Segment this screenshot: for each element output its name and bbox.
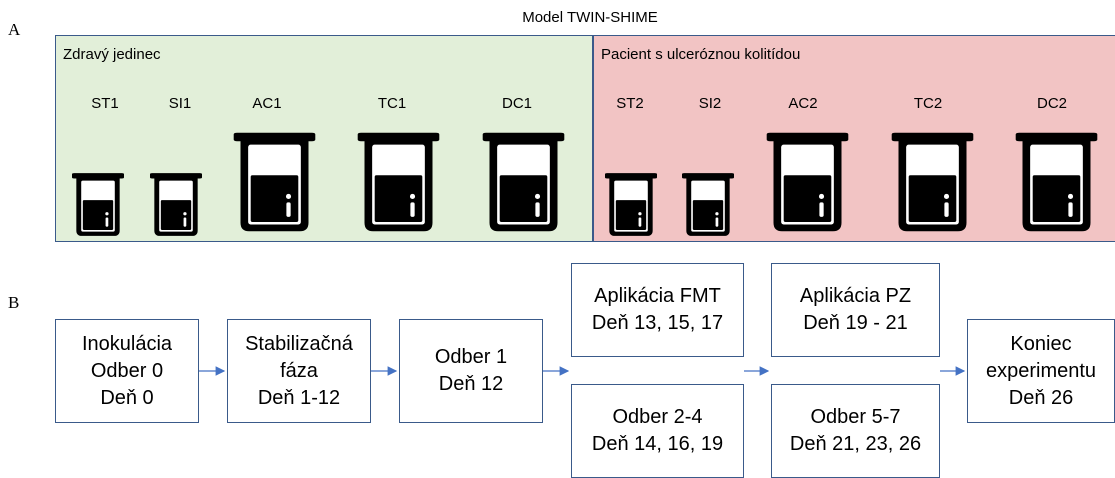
panel-label-b: B [8,293,20,312]
step-sample-1-line2: Deň 12 [438,373,504,395]
vessel-label-tc2: TC2 [913,95,943,112]
step-inoculation: Inokulácia Odber 0 Deň 0 [55,319,199,423]
step-stabilization-line1: Stabilizačná [245,332,353,355]
step-samples-2-4-line2: Deň 14, 16, 19 [591,433,724,455]
step-stabilization-line3: Deň 1-12 [257,386,341,409]
vessel-label-dc2: DC2 [1036,95,1067,112]
step-samples-2-4: Odber 2-4 Deň 14, 16, 19 [571,384,744,478]
step-stabilization-line2: fáza [280,359,318,382]
step-fmt-application: Aplikácia FMT Deň 13, 15, 17 [571,263,744,357]
step-inoculation-line1: Inokulácia [81,332,173,355]
diagram-title: Model TWIN-SHIME [522,9,658,26]
step-samples-5-7-line1: Odber 5-7 [810,406,901,428]
healthy-panel-title: Zdravý jedinec [63,46,161,63]
vessel-label-si1: SI1 [168,95,192,112]
step-stabilization: Stabilizačná fáza Deň 1-12 [227,319,371,423]
vessel-label-tc1: TC1 [377,95,407,112]
step-end-line1: Koniec [1010,332,1072,355]
vessel-label-dc1: DC1 [501,95,532,112]
step-end-line3: Deň 26 [1008,386,1074,409]
step-samples-2-4-line1: Odber 2-4 [612,406,703,428]
step-end-experiment: Koniec experimentu Deň 26 [967,319,1115,423]
step-sample-1: Odber 1 Deň 12 [399,319,543,423]
step-end-line2: experimentu [985,359,1097,382]
vessel-label-ac1: AC1 [252,95,282,112]
vessel-label-st1: ST1 [91,95,119,112]
step-pz-application: Aplikácia PZ Deň 19 - 21 [771,263,940,357]
vessel-label-si2: SI2 [698,95,722,112]
step-pz-line1: Aplikácia PZ [799,285,912,307]
step-pz-line2: Deň 19 - 21 [803,312,908,334]
panel-label-a: A [8,20,21,39]
step-samples-5-7: Odber 5-7 Deň 21, 23, 26 [771,384,940,478]
step-samples-5-7-line2: Deň 21, 23, 26 [789,433,922,455]
step-fmt-line1: Aplikácia FMT [594,285,721,307]
step-inoculation-line3: Deň 0 [100,386,154,409]
step-fmt-line2: Deň 13, 15, 17 [591,312,724,334]
vessel-label-st2: ST2 [616,95,644,112]
vessel-label-ac2: AC2 [788,95,818,112]
patient-panel-title: Pacient s ulceróznou kolitídou [601,46,801,63]
step-sample-1-line1: Odber 1 [434,346,508,368]
step-inoculation-line2: Odber 0 [90,359,164,382]
